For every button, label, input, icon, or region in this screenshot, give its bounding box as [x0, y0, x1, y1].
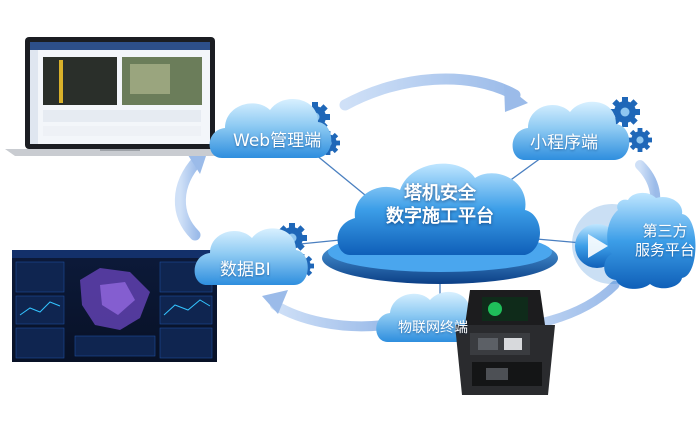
arrow-head-iot-bi	[262, 290, 288, 314]
iot-terminal-illustration	[455, 290, 555, 395]
bi-cloud	[194, 223, 314, 285]
third-party-node	[572, 192, 696, 289]
miniprogram-cloud	[512, 97, 652, 160]
laptop-illustration	[5, 37, 235, 156]
third-party-label: 第三方 服务平台	[630, 222, 700, 260]
core-cloud	[337, 163, 540, 255]
arrow-bi-to-web	[174, 154, 204, 241]
web-cloud	[209, 98, 340, 158]
core-platform	[322, 163, 558, 284]
miniprogram-label: 小程序端	[530, 133, 598, 153]
status-light-icon	[488, 302, 502, 316]
arrow-head-web-mini	[504, 84, 528, 112]
platform-title-line1: 塔机安全	[404, 183, 476, 204]
iot-terminal-label: 物联网终端	[398, 320, 468, 336]
data-bi-label: 数据BI	[220, 260, 271, 280]
platform-title-line2: 数字施工平台	[386, 206, 494, 227]
play-icon	[588, 234, 608, 258]
bi-dashboard-illustration	[12, 250, 217, 362]
third-party-line2: 服务平台	[634, 241, 695, 259]
web-management-label: Web管理端	[233, 131, 322, 151]
platform-title: 塔机安全 数字施工平台	[350, 182, 530, 228]
third-party-line1: 第三方	[642, 222, 688, 240]
arrow-iot-to-bi	[270, 300, 390, 332]
arrow-web-to-mini	[339, 73, 521, 111]
